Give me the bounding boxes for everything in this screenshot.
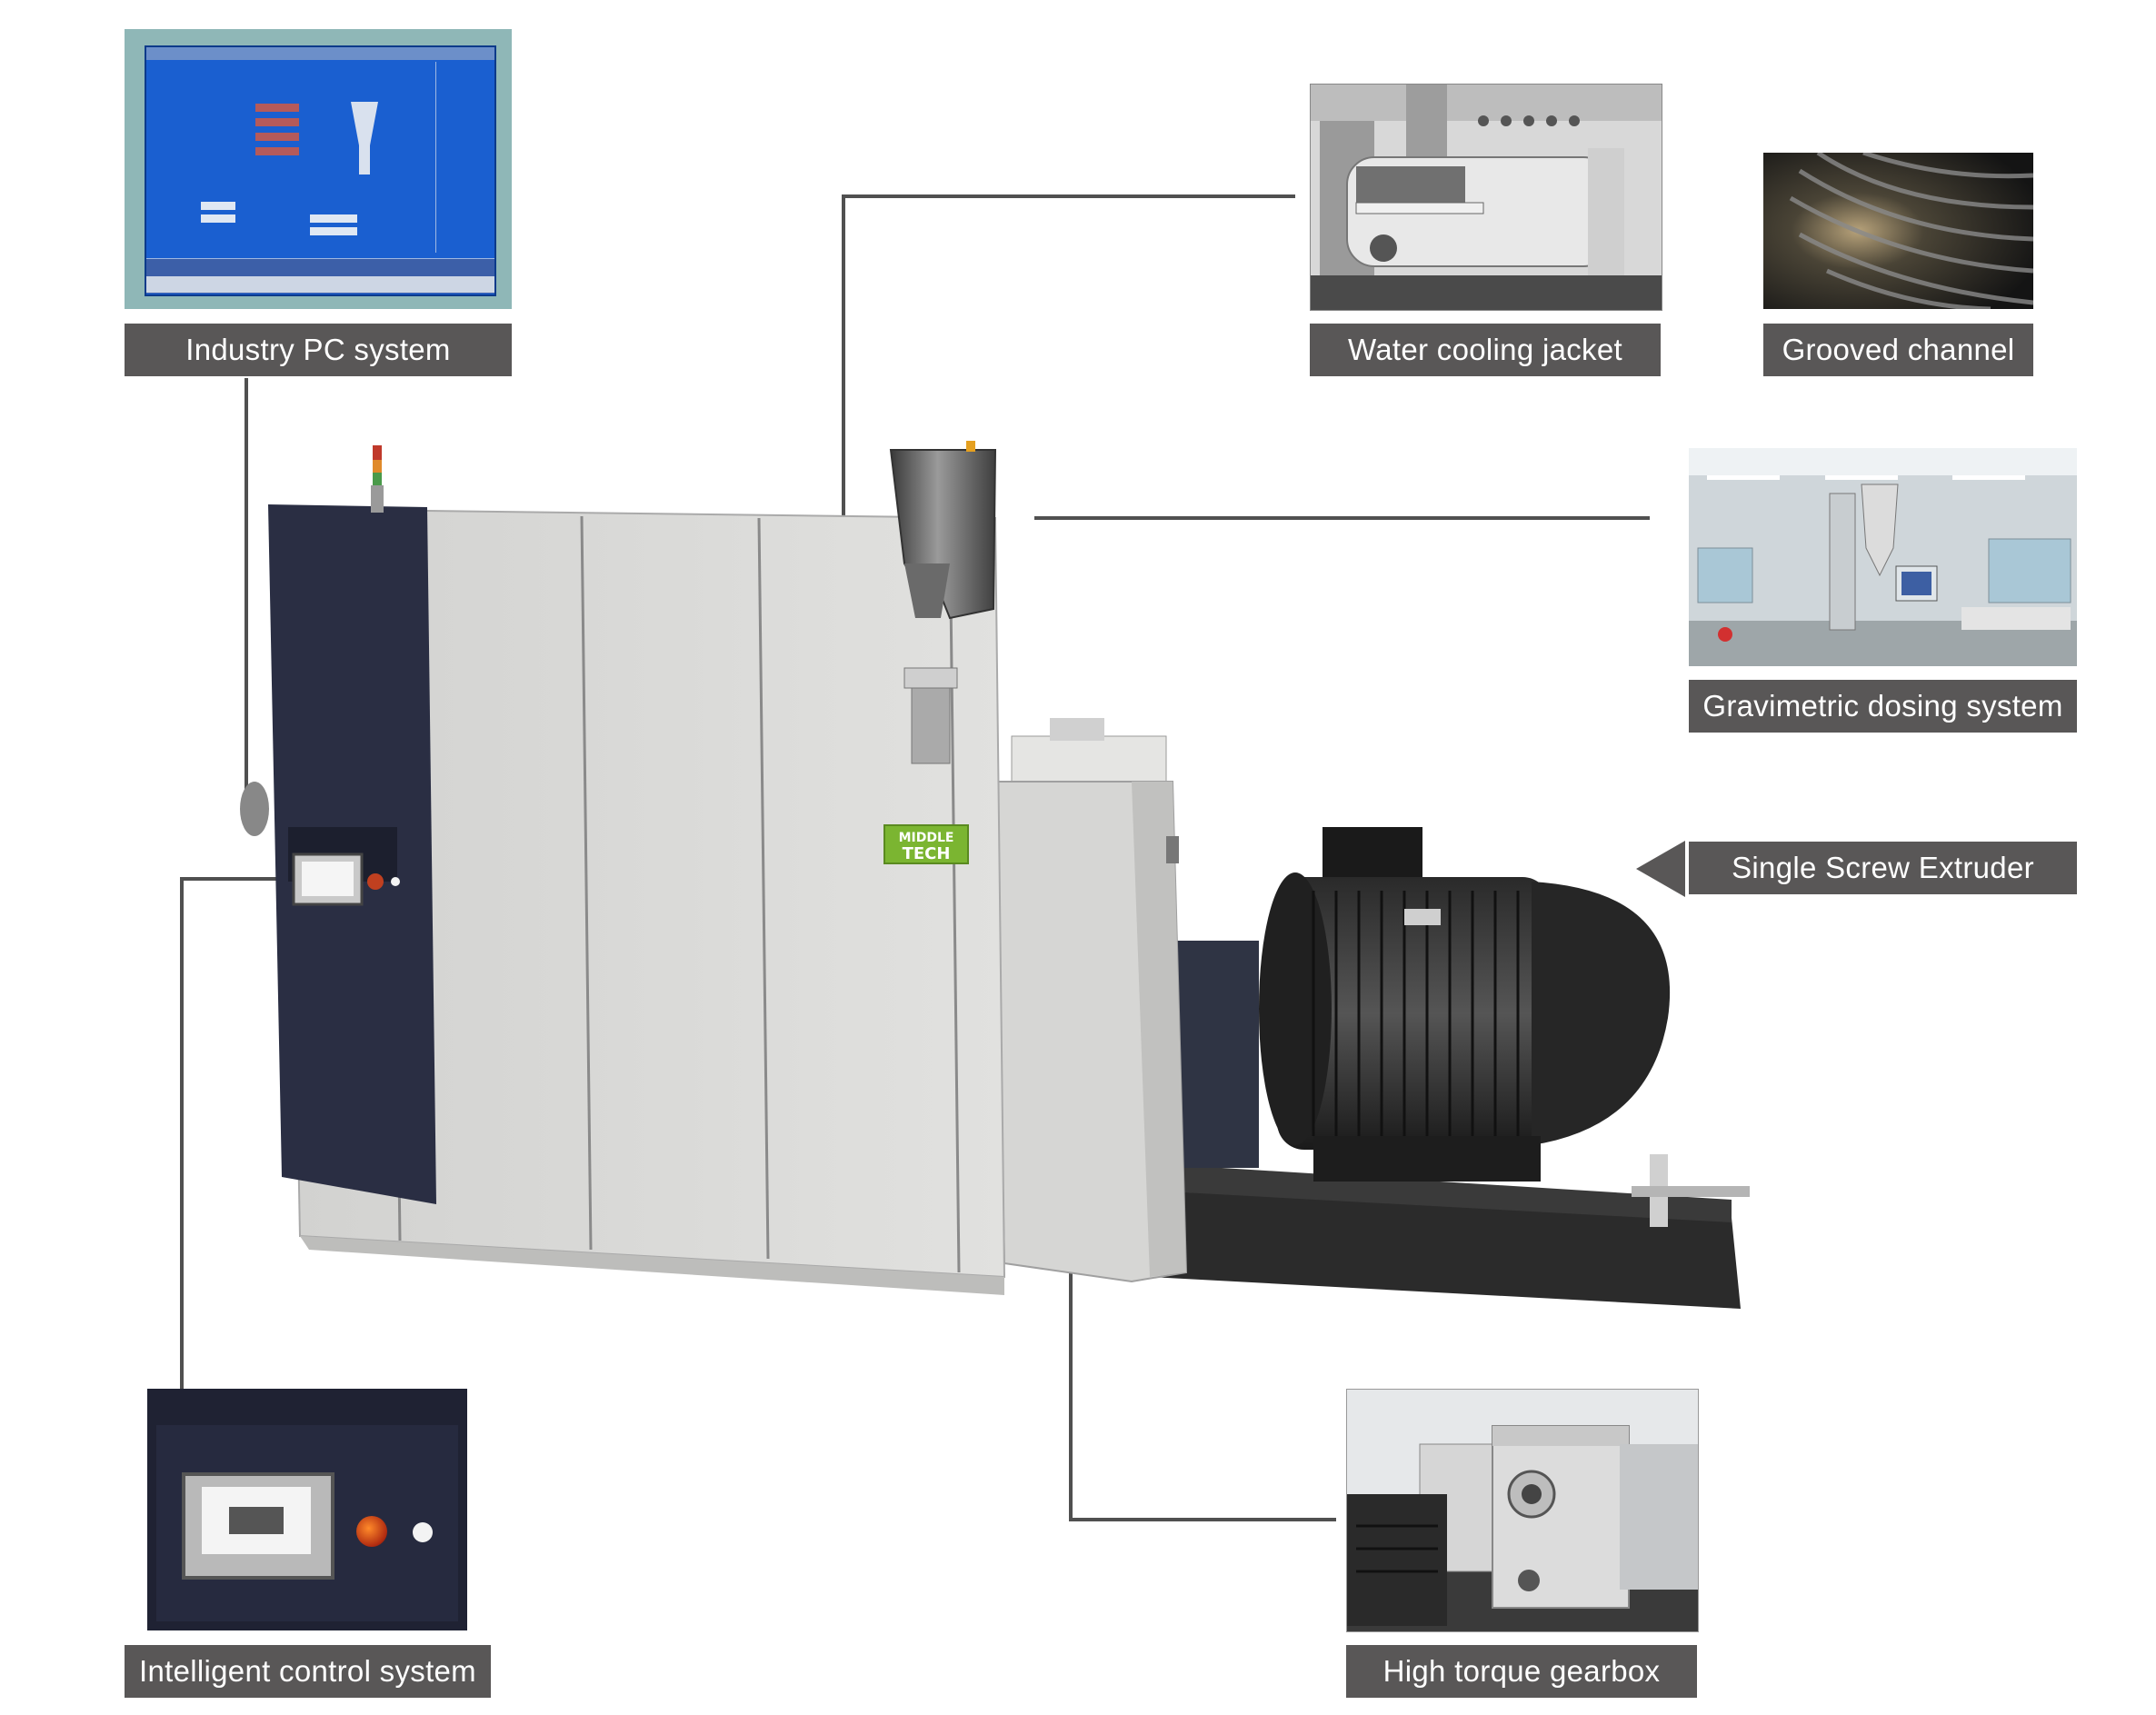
gearbox-photo [1346,1389,1699,1632]
brand-logo-badge [883,824,969,864]
leader-intelligent-control [180,877,289,1389]
hmi-field [255,104,299,112]
label-gravimetric-dosing: Gravimetric dosing system [1689,680,2077,733]
label-single-screw: Single Screw Extruder [1689,842,2077,894]
hmi-machine-thumbnail [229,1507,284,1534]
emergency-button-icon [356,1516,387,1547]
hmi-top-bar [146,47,494,60]
indicator-light-icon [413,1522,433,1542]
hmi-field [255,133,299,141]
arrow-left-icon [1636,841,1685,897]
label-industry-pc: Industry PC system [125,324,512,376]
intelligent-control-photo [147,1389,467,1630]
label-grooved-channel: Grooved channel [1763,324,2033,376]
water-cooling-illustration [1311,85,1662,310]
grooved-channel-photo [1763,153,2033,309]
water-cooling-jacket-photo [1310,84,1662,311]
hmi-field [310,214,357,223]
industry-pc-screen-photo [125,29,512,309]
hmi-field [201,202,235,210]
hmi-button-row [146,276,494,293]
label-water-cooling: Water cooling jacket [1310,324,1661,376]
hmi-screen [145,45,496,296]
brand-logo-top: MIDDLE [899,831,954,845]
motor-base [1150,1191,1741,1309]
extruder-machine: MIDDLE TECH [240,441,1750,1309]
brand-logo-bottom: TECH [903,844,951,863]
factory-illustration [1689,448,2077,666]
hmi-field [255,147,299,155]
hmi-hopper-graphic [351,102,378,174]
grooved-channel-illustration [1763,153,2033,309]
hmi-field [255,118,299,126]
hmi-field [310,227,357,235]
hmi-side-panel [435,62,493,253]
gearbox-illustration [1347,1390,1698,1631]
label-gearbox: High torque gearbox [1346,1645,1697,1698]
hmi-field [201,214,235,223]
label-intelligent-control: Intelligent control system [125,1645,491,1698]
gravimetric-dosing-photo [1689,448,2077,666]
